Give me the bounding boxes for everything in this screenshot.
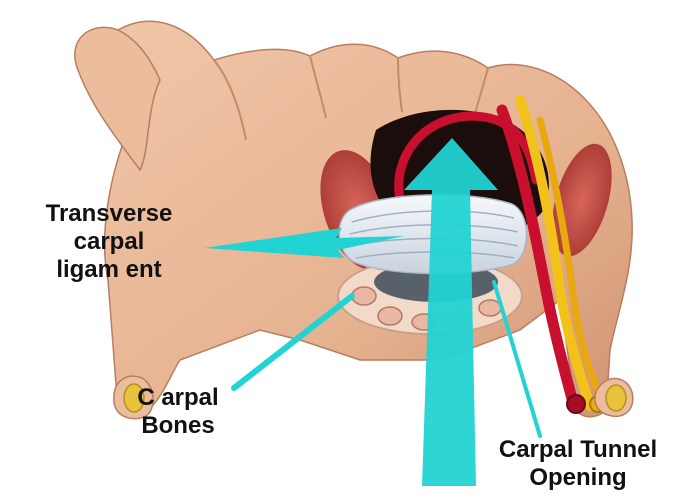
carpal-bone xyxy=(378,307,402,325)
carpal-tunnel-opening-label: Carpal Tunnel Opening xyxy=(470,436,686,492)
transverse-ligament-label: Transverse carpal ligam ent xyxy=(6,200,212,284)
artery-cut-end xyxy=(567,395,585,413)
label-line: carpal xyxy=(6,228,212,256)
carpal-bones-label: C arpal Bones xyxy=(108,384,248,440)
carpal-bone xyxy=(352,287,376,305)
label-line: Transverse xyxy=(6,200,212,228)
label-line: Bones xyxy=(108,412,248,440)
label-line: C arpal xyxy=(108,384,248,412)
label-line: Opening xyxy=(470,464,686,492)
right-nail xyxy=(606,385,626,411)
label-line: Carpal Tunnel xyxy=(470,436,686,464)
carpal-bone xyxy=(479,300,501,316)
label-line: ligam ent xyxy=(6,256,212,284)
